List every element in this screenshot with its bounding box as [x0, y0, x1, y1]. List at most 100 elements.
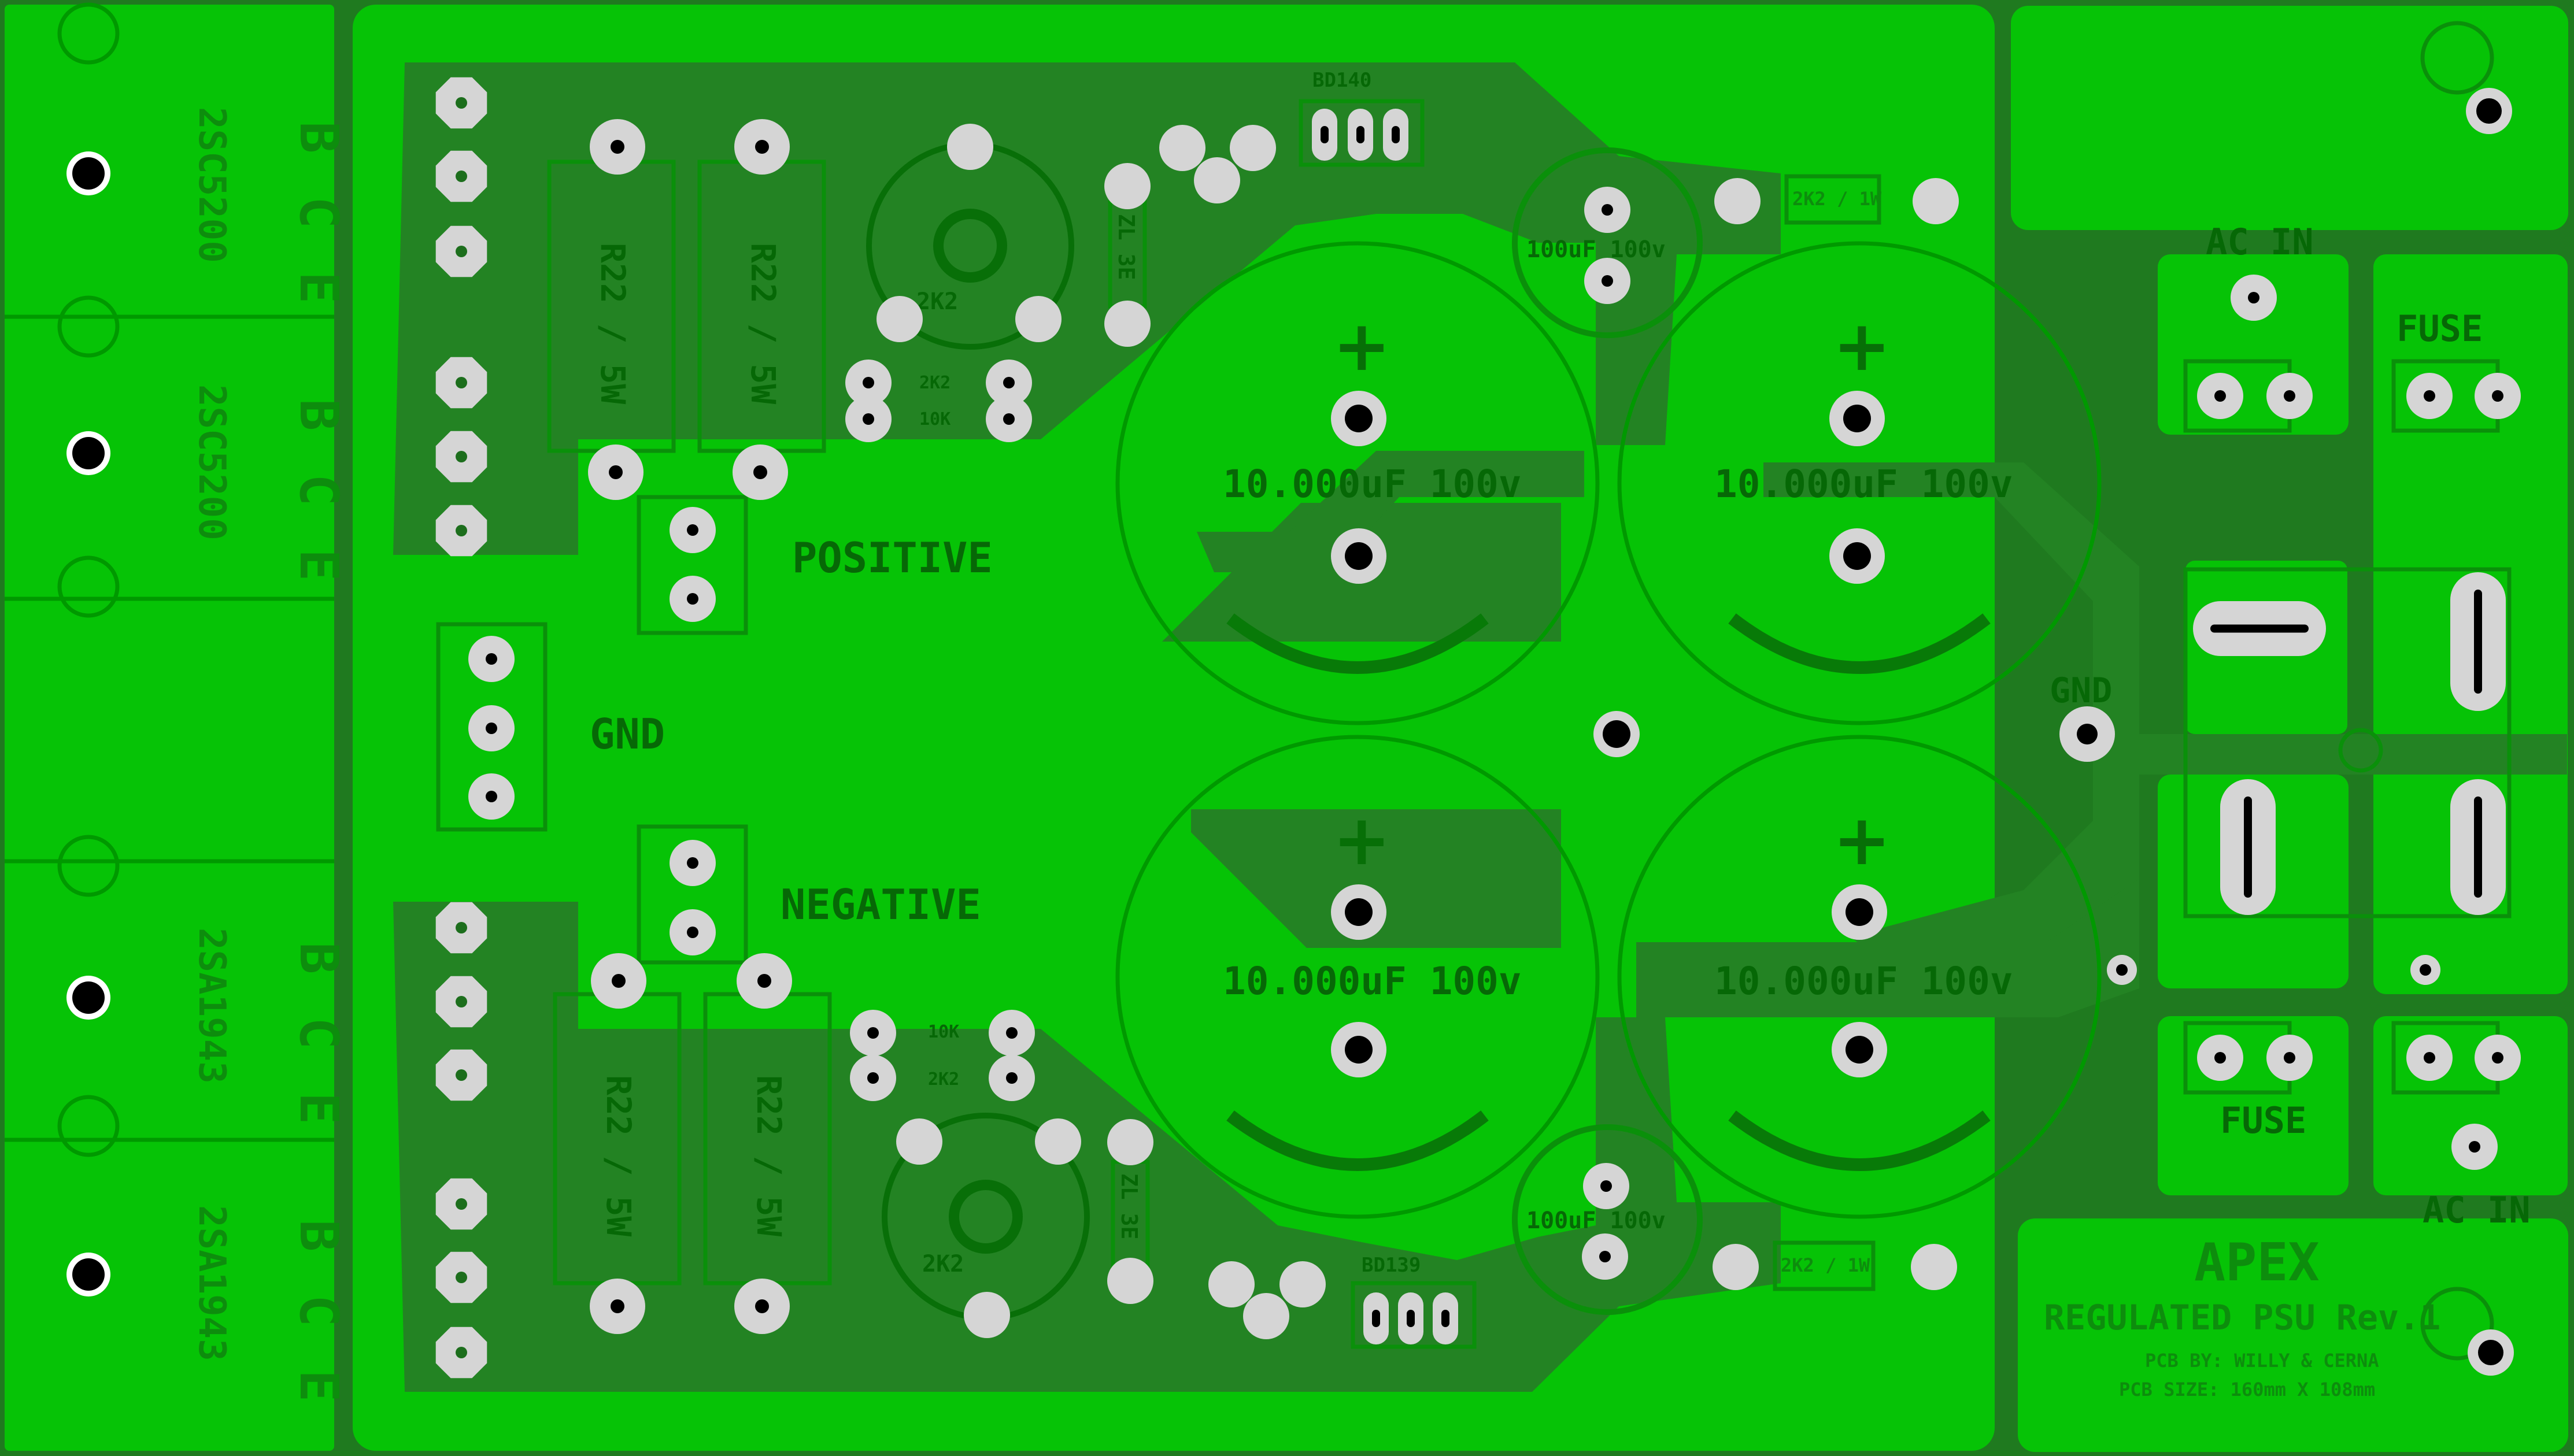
transistor-pad-hole: [456, 451, 467, 462]
label-2sa1943-1: 2SA1943: [190, 928, 233, 1084]
capacitor-pad-hole: [1345, 405, 1373, 432]
capacitor-pad-hole: [1345, 542, 1373, 570]
pin-label-e: E: [288, 272, 350, 303]
small-pad-hole: [2284, 1052, 2295, 1064]
label-gnd-left: GND: [590, 710, 665, 758]
pin-label-c: C: [288, 1295, 350, 1327]
bd140-pad-slot: [1356, 126, 1364, 143]
small-pad-hole: [1003, 413, 1015, 425]
small-pad: [964, 1292, 1010, 1338]
capacitor-pad-hole: [1846, 1036, 1873, 1064]
transistor-pad-hole: [456, 1272, 467, 1283]
label-gnd-right: GND: [2050, 670, 2112, 711]
r2k2-label-bottom: 2K2: [928, 1069, 959, 1090]
transistor-pad-hole: [456, 1198, 467, 1210]
transistor-mount-holes: [66, 151, 110, 1296]
resistor-pad-hole: [611, 140, 624, 154]
small-pad: [947, 124, 993, 170]
transistor-pad-hole: [456, 377, 467, 388]
small-pad: [1194, 157, 1240, 203]
small-pad-hole: [1006, 1072, 1018, 1084]
small-pad-hole: [687, 524, 698, 536]
small-pad: [896, 1118, 942, 1165]
small-pad: [1104, 301, 1151, 347]
small-pad: [1015, 296, 1062, 342]
small-pad: [1208, 1261, 1255, 1307]
small-pad: [1913, 178, 1959, 224]
cap-label-4: 10.000uF 100v: [1714, 959, 2013, 1003]
transistor-pad-hole: [456, 525, 467, 536]
pin-label-b: B: [288, 942, 350, 974]
bd140-pad-slot: [1321, 126, 1329, 143]
small-pad: [1107, 1119, 1153, 1165]
small-pad-hole: [2424, 390, 2435, 402]
pin-label-e: E: [288, 1092, 350, 1124]
transistor-pad-hole: [456, 1069, 467, 1081]
section-labels: POSITIVE NEGATIVE GND GND: [590, 534, 2112, 929]
transistor-pad-hole: [456, 97, 467, 109]
small-capacitors: 100uF 100v 100uF 100v 2K2 / 1W 2K2 / 1W: [1512, 147, 1882, 1315]
label-negative: NEGATIVE: [781, 880, 981, 929]
small-pad-hole: [2248, 292, 2259, 303]
small-pad: [1159, 125, 1205, 171]
cap-label-3: 10.000uF 100v: [1223, 959, 1522, 1003]
svg-text:+: +: [1833, 801, 1891, 881]
pin-label-c: C: [288, 1017, 350, 1049]
small-pad-hole: [1006, 1027, 1018, 1039]
small-pad: [1243, 1293, 1289, 1339]
resistor-2k2-1w-bottom: 2K2 / 1W: [1781, 1254, 1870, 1276]
bd139-pad-slot: [1407, 1310, 1415, 1327]
svg-text:+: +: [1833, 306, 1891, 387]
zener-label-bottom: ZL 3E: [1116, 1173, 1142, 1239]
small-resistors: 2K2 10K 10K 2K2: [919, 373, 959, 1090]
small-pad-hole: [2284, 390, 2295, 402]
gnd-pad-hole: [2077, 724, 2098, 744]
r10k-label-bottom: 10K: [928, 1022, 959, 1042]
small-pad-hole: [2214, 1052, 2226, 1064]
bd140-pad-slot: [1392, 126, 1400, 143]
pin-label-b: B: [288, 121, 350, 153]
transistor-labels: 2SC5200 2SC5200 2SA1943 2SA1943: [190, 107, 233, 1361]
small-pad-hole: [486, 791, 497, 802]
pads: [435, 77, 2521, 1379]
mount-hole-top-right-hole: [2476, 98, 2502, 124]
small-pad-hole: [867, 1027, 879, 1039]
capacitor-pad-hole: [1345, 898, 1373, 926]
pcb-by: PCB BY: WILLY & CERNA: [2145, 1350, 2379, 1372]
label-2sc5200-2: 2SC5200: [190, 384, 233, 540]
small-pad-hole: [687, 927, 698, 938]
bridge-pad-4-slot: [2474, 796, 2482, 898]
small-cap-label-bottom: 100uF 100v: [1526, 1207, 1666, 1234]
right-panel: AC IN FUSE FUSE AC IN APEX REGULATED PSU…: [2044, 21, 2531, 1401]
small-pad: [1911, 1244, 1957, 1290]
r10k-label-top: 10K: [919, 409, 951, 429]
svg-text:+: +: [1333, 306, 1391, 387]
pin-label-c: C: [288, 197, 350, 228]
label-fuse-top: FUSE: [2397, 307, 2483, 350]
pin-label-e: E: [288, 549, 350, 581]
small-pad-hole: [1003, 377, 1015, 388]
bd-transistors: BD140 BD139: [1299, 69, 1477, 1349]
bridge-pad-3-slot: [2244, 796, 2252, 898]
small-pad-hole: [1602, 275, 1613, 287]
label-2sa1943-2: 2SA1943: [190, 1205, 233, 1361]
small-pad: [1035, 1118, 1081, 1165]
bd140-label: BD140: [1312, 69, 1371, 92]
pin-label-b: B: [288, 399, 350, 431]
small-pad-hole: [1600, 1180, 1612, 1192]
small-pad-hole: [687, 857, 698, 869]
resistor-pad-hole: [755, 140, 769, 154]
small-pad-hole: [867, 1072, 879, 1084]
silk-left-strip: [5, 2, 334, 1157]
small-pad-hole: [1599, 1251, 1611, 1262]
mount-hole-bottom-right-hole: [2478, 1340, 2503, 1365]
small-pad-hole: [486, 653, 497, 665]
small-pad-hole: [2214, 390, 2226, 402]
capacitor-pad-hole: [1843, 542, 1871, 570]
cap-label-2: 10.000uF 100v: [1714, 462, 2013, 506]
transistor-pad-hole: [456, 1347, 467, 1358]
transistor-pad-hole: [456, 246, 467, 257]
small-pad-hole: [2116, 964, 2128, 976]
small-pad-hole: [2469, 1141, 2480, 1153]
